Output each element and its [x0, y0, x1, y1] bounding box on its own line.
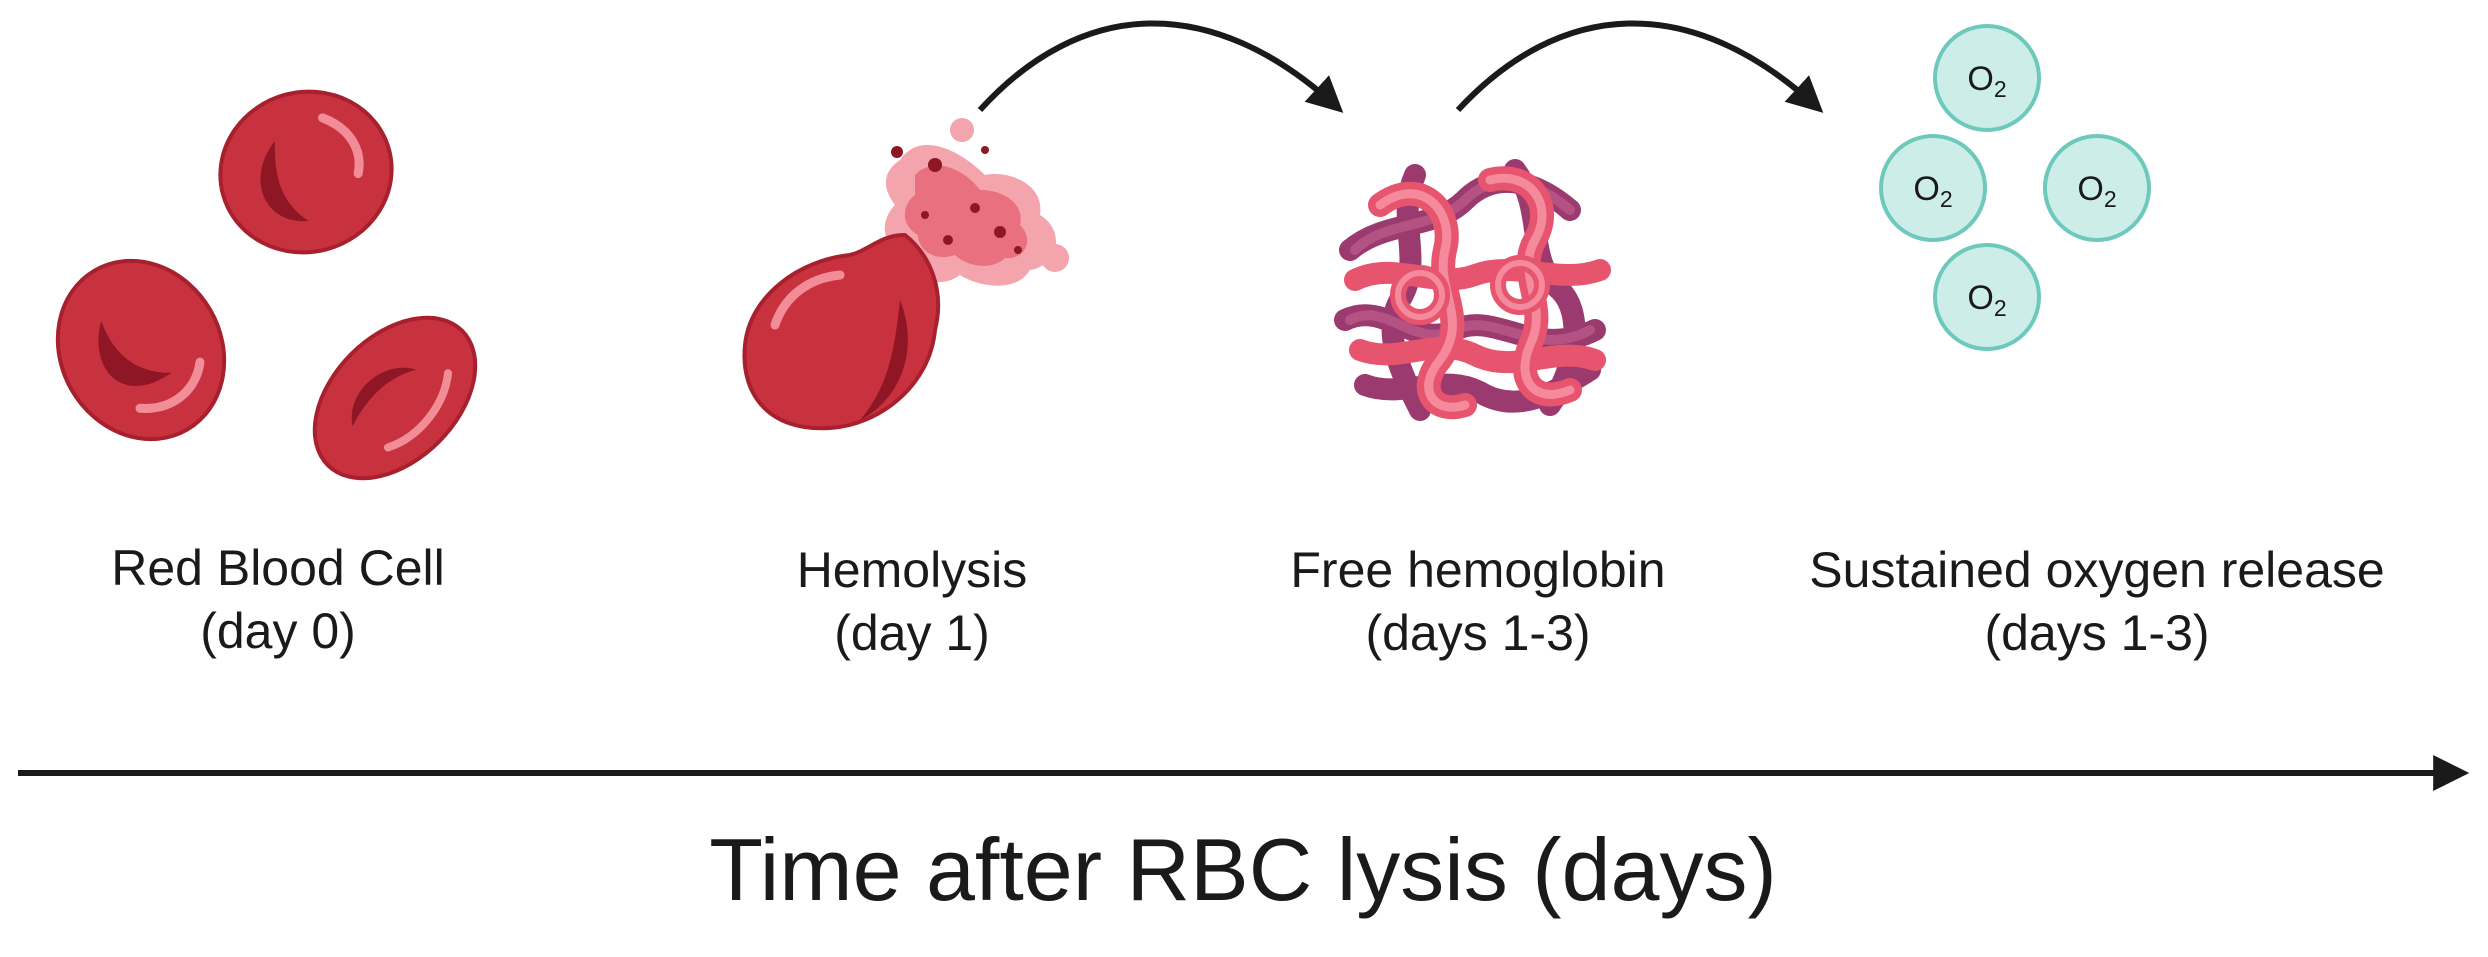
stage-name-label: Red Blood Cell [111, 540, 445, 596]
stage-name-label: Sustained oxygen release [1809, 542, 2384, 598]
oxygen-molecule-icon: O2 [1933, 243, 2041, 351]
red-blood-cells-icon [55, 89, 478, 481]
stage-time-label: (day 1) [834, 605, 990, 661]
burst-cell-body [744, 235, 939, 429]
curved-arrow-icon [1455, 20, 1824, 113]
stage-time-label: (days 1-3) [1984, 605, 2209, 661]
oxygen-molecule-icon: O2 [2043, 134, 2151, 242]
lysis-droplet [950, 118, 974, 142]
red-blood-cell-icon [312, 315, 478, 481]
oxygen-molecule-icon: O2 [1879, 134, 1987, 242]
stage-time-label: (days 1-3) [1365, 605, 1590, 661]
stage-name-label: Hemolysis [797, 542, 1028, 598]
curved-arrow-icon [977, 20, 1344, 113]
stage-time-label: (day 0) [200, 603, 356, 659]
red-blood-cell-icon [55, 258, 227, 442]
red-blood-cell-icon [218, 89, 394, 255]
time-axis-label: Time after RBC lysis (days) [709, 820, 1777, 919]
hemolysis-icon [742, 118, 1069, 431]
oxygen-molecule-icon: O2 [1933, 24, 2041, 132]
stage-name-label: Free hemoglobin [1290, 542, 1665, 598]
hemoglobin-icon [1334, 159, 1611, 421]
lysis-droplet [1041, 244, 1069, 272]
